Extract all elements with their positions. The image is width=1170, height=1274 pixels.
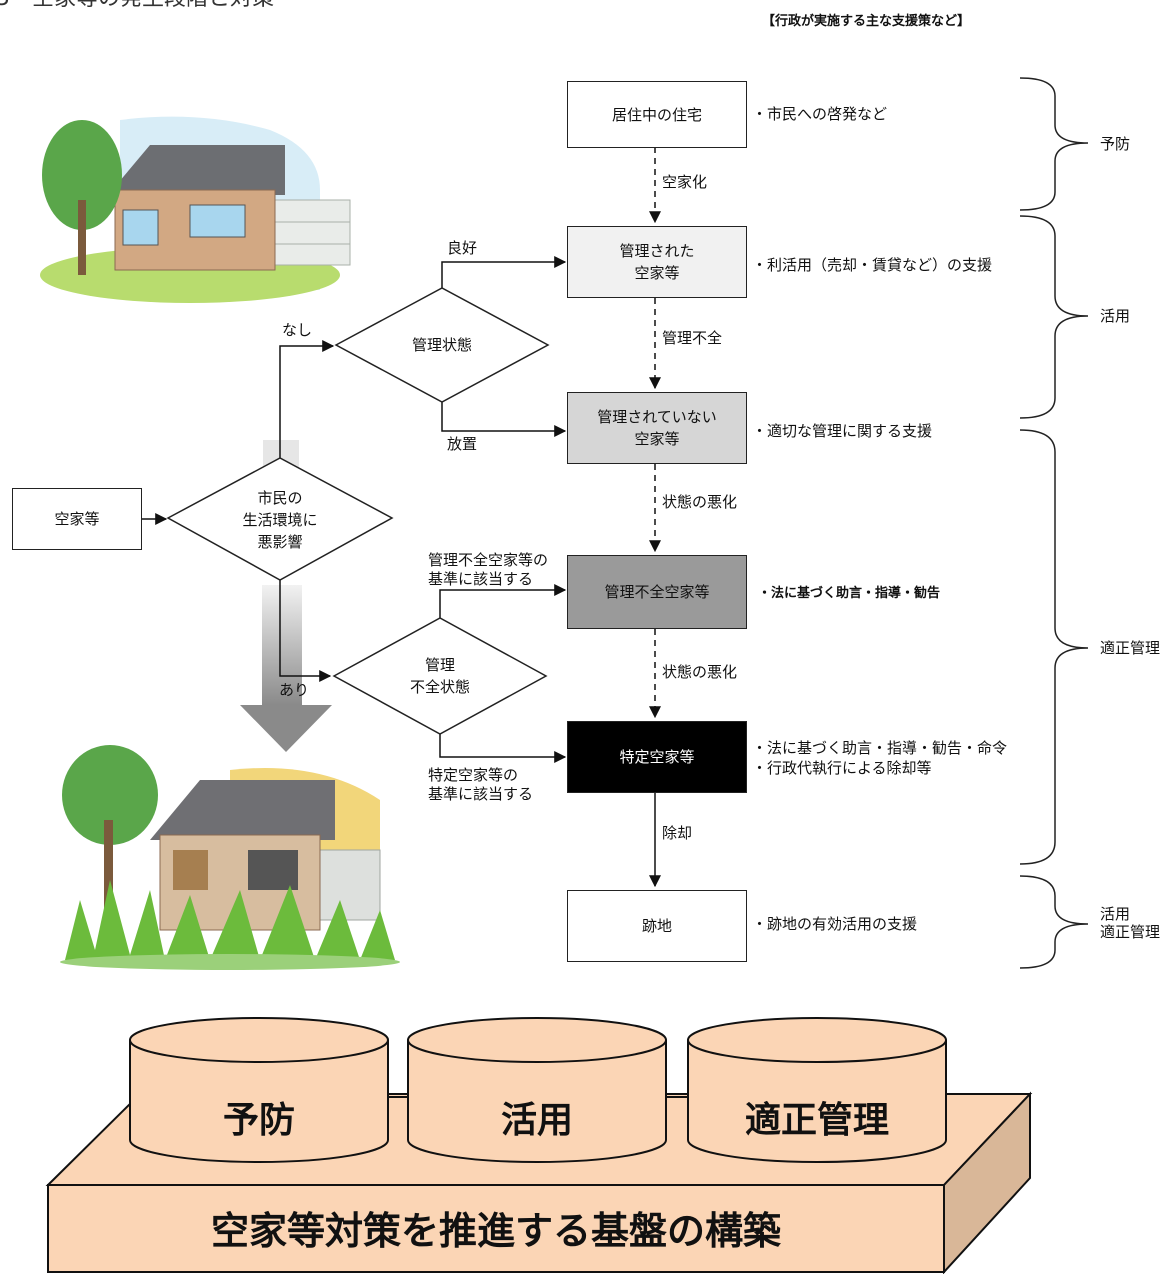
stage-atochi: 活用 適正管理 xyxy=(1100,905,1160,941)
box-atochi: 跡地 xyxy=(567,890,747,962)
support-managed: ・利活用（売却・賃貸など）の支援 xyxy=(752,256,993,274)
house-bad-illustration xyxy=(60,745,400,970)
stage-atochi-line2: 適正管理 xyxy=(1100,923,1161,941)
decision-fuzen-line2: 不全状態 xyxy=(409,678,470,696)
pillar-yobou xyxy=(129,1017,389,1163)
stage-yobou: 予防 xyxy=(1100,135,1131,153)
gray-arrow-down xyxy=(240,585,332,752)
support-tokutei-1: ・法に基づく助言・指導・勧告・命令 xyxy=(752,739,1008,757)
decision-main-shape xyxy=(166,457,394,581)
house-good-illustration xyxy=(40,116,351,303)
transition-akka-2: 状態の悪化 xyxy=(662,663,738,681)
foundation-diagram xyxy=(45,1017,1033,1274)
label-fuzen-criteria-line2: 基準に該当する xyxy=(428,570,534,588)
box-fuzen-label: 管理不全空家等 xyxy=(604,583,710,601)
label-tokutei-criteria-line2: 基準に該当する xyxy=(428,785,534,803)
decision-main-line1: 市民の xyxy=(257,489,303,507)
label-fuzen-criteria-line1: 管理不全空家等の xyxy=(428,551,549,569)
box-unmanaged-line1: 管理されていない xyxy=(597,408,717,426)
pillar-tekisei-label: 適正管理 xyxy=(744,1100,889,1141)
box-residence: 居住中の住宅 xyxy=(567,81,747,148)
stage-atochi-line1: 活用 xyxy=(1100,905,1131,923)
support-heading: 【行政が実施する主な支援策など】 xyxy=(762,14,971,29)
decision-main-label: 市民の 生活環境に 悪影響 xyxy=(230,487,330,553)
box-atochi-label: 跡地 xyxy=(641,917,672,935)
label-ryoukou: 良好 xyxy=(447,239,478,257)
pillar-yobou-label: 予防 xyxy=(222,1100,295,1141)
pillar-katsuyou-label: 活用 xyxy=(500,1100,573,1141)
stage-katsuyou: 活用 xyxy=(1100,307,1131,325)
box-managed-line2: 空家等 xyxy=(634,264,680,282)
label-houchi: 放置 xyxy=(447,435,478,453)
support-unmanaged: ・適切な管理に関する支援 xyxy=(752,422,933,440)
decision-fuzen-shape xyxy=(332,617,548,735)
decision-main-line3: 悪影響 xyxy=(257,533,303,551)
box-tokutei: 特定空家等 xyxy=(567,721,747,793)
transition-akka-1: 状態の悪化 xyxy=(662,493,738,511)
transition-kanri-fuzen: 管理不全 xyxy=(662,329,723,347)
box-tokutei-label: 特定空家等 xyxy=(619,748,695,766)
label-ari: あり xyxy=(279,681,310,699)
label-fuzen-criteria: 管理不全空家等の 基準に該当する xyxy=(428,551,548,589)
support-residence: ・市民への啓発など xyxy=(752,105,888,123)
box-managed: 管理された 空家等 xyxy=(567,226,747,298)
label-nashi: なし xyxy=(282,321,313,339)
box-managed-line1: 管理された xyxy=(619,242,695,260)
label-tokutei-criteria: 特定空家等の 基準に該当する xyxy=(428,766,533,804)
box-residence-label: 居住中の住宅 xyxy=(611,105,702,124)
label-tokutei-criteria-line1: 特定空家等の xyxy=(428,766,519,784)
decision-kanri-shape xyxy=(334,287,550,403)
stage-tekisei: 適正管理 xyxy=(1100,639,1161,657)
box-unmanaged: 管理されていない 空家等 xyxy=(567,392,747,464)
decision-kanri-label: 管理状態 xyxy=(411,336,472,354)
transition-akiya-ka: 空家化 xyxy=(662,173,708,191)
box-fuzen: 管理不全空家等 xyxy=(567,555,747,629)
stage-braces xyxy=(1019,77,1089,969)
pillar-tekisei xyxy=(687,1017,947,1163)
support-fuzen: ・法に基づく助言・指導・勧告 xyxy=(758,586,941,601)
transition-jokyaku: 除却 xyxy=(662,824,693,842)
pillar-katsuyou xyxy=(407,1017,667,1163)
decision-main-line2: 生活環境に xyxy=(242,511,318,529)
foundation-base-label: 空家等対策を推進する基盤の構築 xyxy=(210,1209,781,1253)
start-akiya-box: 空家等 xyxy=(12,488,142,550)
support-tokutei-2: ・行政代執行による除却等 xyxy=(752,759,932,777)
page-title: 5 空家等の発生段階と対策 xyxy=(0,0,274,10)
start-akiya-label: 空家等 xyxy=(54,510,100,528)
box-unmanaged-line2: 空家等 xyxy=(634,430,680,448)
decision-fuzen-label: 管理 不全状態 xyxy=(390,654,490,698)
support-atochi: ・跡地の有効活用の支援 xyxy=(752,915,918,933)
decision-fuzen-line1: 管理 xyxy=(424,656,455,674)
